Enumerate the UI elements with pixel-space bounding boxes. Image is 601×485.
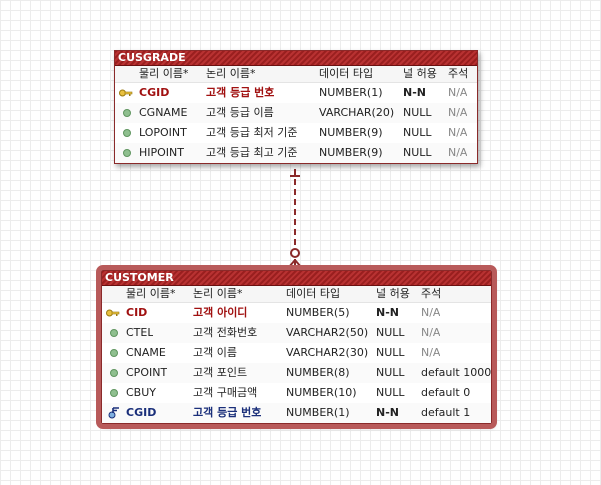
attribute-comment: N/A (448, 106, 468, 119)
attribute-comment: N/A (421, 306, 441, 319)
attribute-nullable: NULL (376, 346, 405, 359)
attribute-icon (110, 329, 118, 337)
attribute-physical-name: CGID (126, 406, 157, 419)
attribute-nullable: NULL (403, 146, 432, 159)
attribute-row[interactable]: CTEL 고객 전화번호 VARCHAR2(50) NULL N/A (102, 323, 491, 343)
attribute-icon (110, 369, 118, 377)
attribute-type: NUMBER(1) (286, 406, 350, 419)
column-header: 물리 이름* 논리 이름* 데이터 타입 널 허용 주석 (115, 66, 477, 83)
attribute-icon (123, 149, 131, 157)
attribute-comment: N/A (448, 146, 468, 159)
attribute-logical-name: 고객 포인트 (193, 366, 248, 379)
header-logical: 논리 이름* (206, 67, 256, 80)
attribute-type: NUMBER(9) (319, 146, 383, 159)
header-type: 데이터 타입 (319, 67, 374, 80)
attribute-comment: N/A (421, 326, 441, 339)
attribute-nullable: N-N (376, 406, 399, 419)
attribute-type: VARCHAR2(50) (286, 326, 369, 339)
column-header: 물리 이름* 논리 이름* 데이터 타입 널 허용 주석 (102, 286, 491, 303)
attribute-icon (110, 389, 118, 397)
attribute-type: NUMBER(10) (286, 386, 357, 399)
attribute-row[interactable]: CGNAME 고객 등급 이름 VARCHAR(20) NULL N/A (115, 103, 477, 123)
entity-cusgrade[interactable]: CUSGRADE 물리 이름* 논리 이름* 데이터 타입 널 허용 주석 CG… (114, 50, 478, 164)
header-nullable: 널 허용 (403, 67, 437, 80)
attribute-comment: default 1 (421, 406, 471, 419)
attribute-logical-name: 고객 이름 (193, 346, 237, 359)
attribute-logical-name: 고객 구매금액 (193, 386, 258, 399)
attribute-icon (123, 109, 131, 117)
attribute-row[interactable]: CID 고객 아이디 NUMBER(5) N-N N/A (102, 303, 491, 323)
attribute-type: NUMBER(9) (319, 126, 383, 139)
attribute-type: VARCHAR(20) (319, 106, 395, 119)
foreign-key-icon (108, 407, 119, 419)
attribute-logical-name: 고객 등급 번호 (193, 406, 262, 419)
attribute-comment: N/A (421, 346, 441, 359)
attribute-row[interactable]: LOPOINT 고객 등급 최저 기준 NUMBER(9) NULL N/A (115, 123, 477, 143)
attribute-physical-name: HIPOINT (139, 146, 184, 159)
attribute-physical-name: CNAME (126, 346, 166, 359)
attribute-physical-name: CGNAME (139, 106, 188, 119)
header-comment: 주석 (421, 287, 442, 300)
attribute-nullable: NULL (376, 386, 405, 399)
attribute-row[interactable]: CGID 고객 등급 번호 NUMBER(1) N-N N/A (115, 83, 477, 103)
attribute-type: VARCHAR2(30) (286, 346, 369, 359)
attribute-physical-name: CTEL (126, 326, 154, 339)
attribute-row[interactable]: CBUY 고객 구매금액 NUMBER(10) NULL default 0 (102, 383, 491, 403)
attribute-comment: default 0 (421, 386, 471, 399)
attribute-icon (123, 129, 131, 137)
attribute-physical-name: CBUY (126, 386, 156, 399)
attribute-logical-name: 고객 등급 번호 (206, 86, 275, 99)
header-type: 데이터 타입 (286, 287, 341, 300)
attribute-row[interactable]: HIPOINT 고객 등급 최고 기준 NUMBER(9) NULL N/A (115, 143, 477, 163)
attribute-nullable: NULL (403, 106, 432, 119)
attribute-nullable: NULL (403, 126, 432, 139)
attribute-physical-name: CID (126, 306, 148, 319)
attribute-nullable: NULL (376, 326, 405, 339)
attribute-nullable: NULL (376, 366, 405, 379)
attribute-comment: N/A (448, 86, 468, 99)
attribute-type: NUMBER(8) (286, 366, 350, 379)
entity-title: CUSTOMER (102, 271, 491, 286)
attribute-logical-name: 고객 전화번호 (193, 326, 258, 339)
attribute-logical-name: 고객 등급 최저 기준 (206, 126, 298, 139)
attribute-logical-name: 고객 등급 이름 (206, 106, 274, 119)
attribute-nullable: N-N (376, 306, 399, 319)
attribute-physical-name: LOPOINT (139, 126, 187, 139)
attribute-comment: default 1000 (421, 366, 492, 379)
attribute-row[interactable]: CGID 고객 등급 번호 NUMBER(1) N-N default 1 (102, 403, 491, 423)
attribute-logical-name: 고객 아이디 (193, 306, 248, 319)
header-comment: 주석 (448, 67, 469, 80)
header-nullable: 널 허용 (376, 287, 410, 300)
attribute-physical-name: CGID (139, 86, 170, 99)
header-physical: 물리 이름* (139, 67, 189, 80)
attribute-type: NUMBER(5) (286, 306, 350, 319)
primary-key-icon (106, 309, 120, 317)
entity-title: CUSGRADE (115, 51, 477, 66)
attribute-row[interactable]: CNAME 고객 이름 VARCHAR2(30) NULL N/A (102, 343, 491, 363)
attribute-logical-name: 고객 등급 최고 기준 (206, 146, 298, 159)
attribute-row[interactable]: CPOINT 고객 포인트 NUMBER(8) NULL default 100… (102, 363, 491, 383)
attribute-physical-name: CPOINT (126, 366, 168, 379)
attribute-icon (110, 349, 118, 357)
attribute-nullable: N-N (403, 86, 426, 99)
primary-key-icon (119, 89, 133, 97)
header-logical: 논리 이름* (193, 287, 243, 300)
entity-customer[interactable]: CUSTOMER 물리 이름* 논리 이름* 데이터 타입 널 허용 주석 CI… (96, 265, 497, 429)
attribute-comment: N/A (448, 126, 468, 139)
header-physical: 물리 이름* (126, 287, 176, 300)
attribute-type: NUMBER(1) (319, 86, 383, 99)
